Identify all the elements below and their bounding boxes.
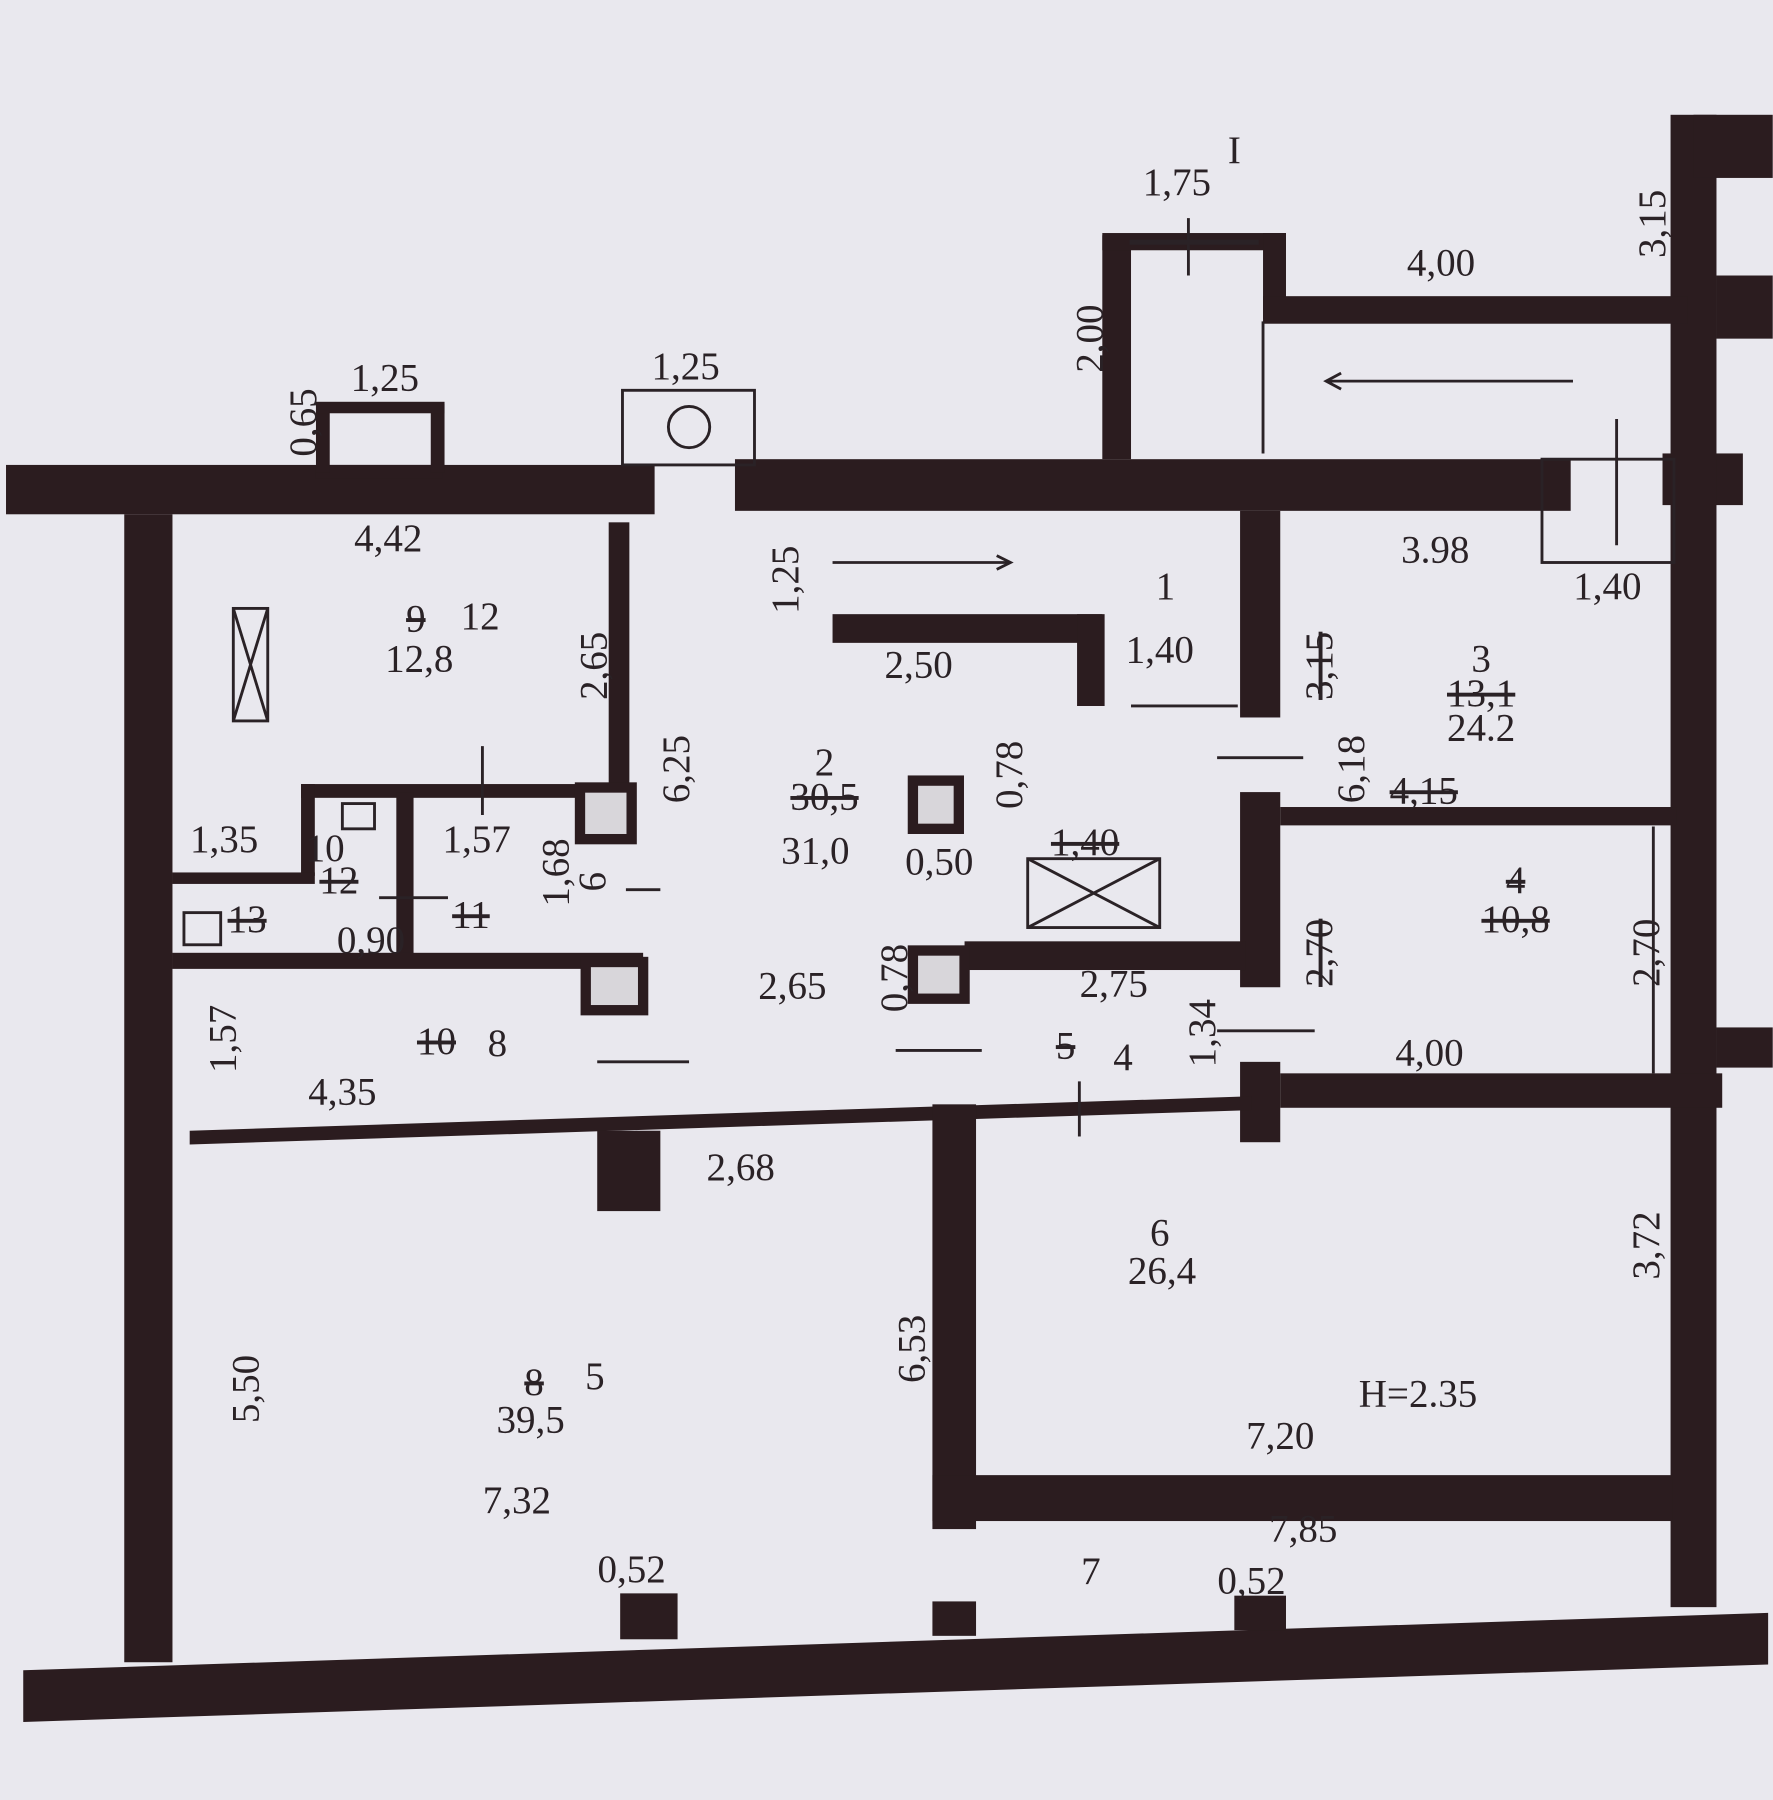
- label-room10-number-old: 10: [417, 1020, 456, 1063]
- label-section-mark: I: [1228, 129, 1241, 172]
- label-hall-width: 2,65: [758, 965, 826, 1008]
- label-room9-width: 4,42: [354, 517, 422, 560]
- label-room3-niche: 1,40: [1573, 565, 1641, 608]
- toilet-icon: [182, 911, 223, 947]
- label-room5-number: 4: [1113, 1036, 1133, 1079]
- stair-up-icon: [1261, 321, 1573, 454]
- label-room3-depth-old: 3,15: [1298, 632, 1341, 700]
- label-right-top: 3,15: [1631, 190, 1674, 258]
- label-room4-depth-old: 2,70: [1298, 919, 1341, 987]
- stair-down-icon: [832, 554, 1014, 571]
- label-niche-width: 1,25: [351, 356, 419, 399]
- label-room8-area: 39,5: [496, 1399, 564, 1442]
- label-room6-area: 26,4: [1128, 1249, 1196, 1292]
- label-room1-number: 1: [1156, 565, 1176, 608]
- label-stair-length: 2,50: [885, 643, 953, 686]
- walls: [6, 114, 1773, 1722]
- label-room2-number: 2: [815, 741, 835, 784]
- label-room8-wall: 6,53: [890, 1315, 933, 1383]
- label-room5-number-old: 5: [1056, 1024, 1076, 1067]
- label-room6-width: 7,20: [1246, 1415, 1314, 1458]
- label-room4-area: 10,8: [1481, 898, 1549, 941]
- label-room3-width: 3.98: [1401, 529, 1469, 572]
- label-stair-top-length: 4,00: [1407, 242, 1475, 285]
- label-room5-depth: 1,34: [1181, 999, 1224, 1067]
- label-room4-width: 4,00: [1395, 1031, 1463, 1074]
- label-room1-width: 1,40: [1126, 628, 1194, 671]
- label-room10-depth: 1,57: [202, 1005, 245, 1073]
- label-room3-width-old: 4,15: [1390, 770, 1458, 813]
- label-column-depth: 0,78: [988, 741, 1031, 809]
- label-entry-depth: 2,00: [1068, 305, 1111, 373]
- label-vent-width: 1,25: [651, 345, 719, 388]
- label-pier-right: 0,52: [1217, 1559, 1285, 1602]
- label-room10-number: 10: [306, 827, 345, 870]
- label-hatch-width-old: 1,40: [1051, 821, 1119, 864]
- label-room2-area-old: 30,5: [790, 775, 858, 818]
- label-room6-number: 6: [1150, 1212, 1170, 1255]
- label-entry-width: 1,75: [1143, 161, 1211, 204]
- label-room4-depth: 2,70: [1625, 919, 1668, 987]
- label-room8-depth: 5,50: [225, 1355, 268, 1423]
- label-room3-area-old: 13,1: [1447, 672, 1515, 715]
- label-room12-number-old: 12: [319, 859, 358, 902]
- label-room8-width: 7,32: [483, 1479, 551, 1522]
- label-room10-width: 4,35: [308, 1070, 376, 1113]
- label-stair-depth: 1,25: [764, 546, 807, 614]
- label-room7-number: 7: [1081, 1550, 1101, 1593]
- fixtures: [182, 218, 1676, 1137]
- label-ceiling-height: H=2.35: [1359, 1372, 1477, 1415]
- boiler-icon: [231, 606, 270, 723]
- label-room3-area: 24.2: [1447, 706, 1515, 749]
- label-column-width: 0,50: [905, 841, 973, 884]
- hatch-icon: [1026, 857, 1162, 929]
- label-room11-number-old: 11: [452, 894, 490, 937]
- label-room3-number: 3: [1471, 638, 1491, 681]
- label-room8-number-old: 8: [524, 1361, 544, 1404]
- vent-shaft: [621, 388, 756, 467]
- label-room9-number: 12: [461, 595, 500, 638]
- label-column2-depth: 0,78: [873, 944, 916, 1012]
- label-room12-width: 0,90: [337, 919, 405, 962]
- label-pier-left: 0,52: [598, 1548, 666, 1591]
- label-room11-depth: 1,68: [535, 838, 578, 906]
- label-room13-number-old: 13: [228, 898, 267, 941]
- label-room9-number-old: 9: [406, 597, 426, 640]
- label-room4-number: 4: [1506, 859, 1526, 902]
- label-room7-width: 7,85: [1269, 1508, 1337, 1551]
- label-room3-depth: 6,18: [1330, 735, 1373, 803]
- label-room9-depth: 2,65: [572, 632, 615, 700]
- label-niche-depth: 0,65: [282, 388, 325, 456]
- label-room5-width: 2,75: [1080, 962, 1148, 1005]
- label-room10-new-number: 8: [488, 1022, 508, 1065]
- label-room6-depth: 3,72: [1625, 1211, 1668, 1279]
- window-niche: [1540, 457, 1676, 564]
- label-room2-area: 31,0: [781, 829, 849, 872]
- label-room9-area: 12,8: [385, 638, 453, 681]
- label-hall-length: 6,25: [655, 735, 698, 803]
- sink-icon: [340, 802, 376, 831]
- label-room11-width: 1,57: [443, 818, 511, 861]
- label-corridor-width: 1,35: [190, 818, 258, 861]
- label-room11-number: 9: [571, 872, 614, 892]
- dimension-labels: 1,75 I 4,00 3,15 2,00 1,25 1,25 0,65 4,42 1,25 1 3.…: [190, 129, 1674, 1602]
- vent-circle-icon: [666, 404, 712, 450]
- label-passage-width: 2,68: [707, 1146, 775, 1189]
- label-room8-number: 5: [585, 1355, 605, 1398]
